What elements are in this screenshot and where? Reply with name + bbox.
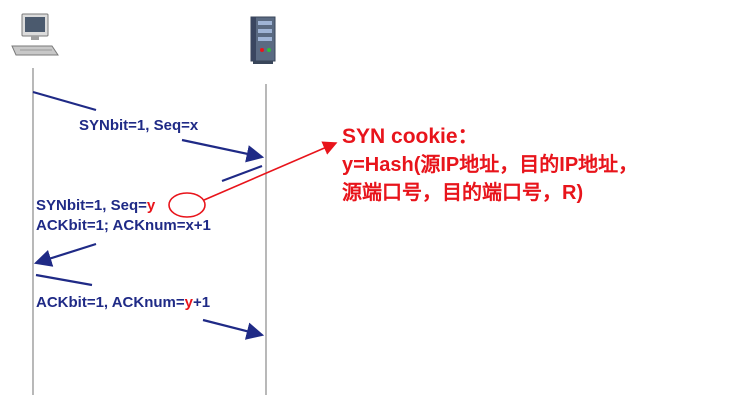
ack-arrow-end xyxy=(202,318,265,340)
ack-prefix: ACKbit=1, ACKnum= xyxy=(36,294,185,311)
ack-suffix: +1 xyxy=(192,294,211,311)
syn-cookie-hash-line1: y=Hash(源IP地址，目的IP地址， xyxy=(342,154,639,176)
synack-seq-prefix: SYNbit=1, Seq= xyxy=(36,197,147,214)
ack-arrow-start xyxy=(35,273,93,287)
syn-arrow-start xyxy=(32,90,97,112)
syn-cookie-pointer-arrow xyxy=(203,141,338,201)
desktop-computer-icon xyxy=(11,13,59,56)
ack-y: y xyxy=(184,294,193,311)
synack-arrow-end xyxy=(33,242,97,267)
ack-label: ACKbit=1, ACKnum=y+1 xyxy=(36,294,210,311)
synack-seq-label: SYNbit=1, Seq=y xyxy=(36,197,155,214)
syn-cookie-hash-line2: 源端口号，目的端口号，R) xyxy=(342,182,584,204)
y-highlight-ellipse xyxy=(168,192,206,218)
synack-arrow-start xyxy=(221,164,263,183)
syn-arrow-end xyxy=(181,138,265,163)
server-tower-icon xyxy=(250,16,276,64)
synack-ack-label: ACKbit=1; ACKnum=x+1 xyxy=(36,217,211,234)
syn-label: SYNbit=1, Seq=x xyxy=(79,117,199,134)
synack-seq-y: y xyxy=(146,197,156,214)
syn-cookie-title: SYN cookie： xyxy=(342,125,479,148)
